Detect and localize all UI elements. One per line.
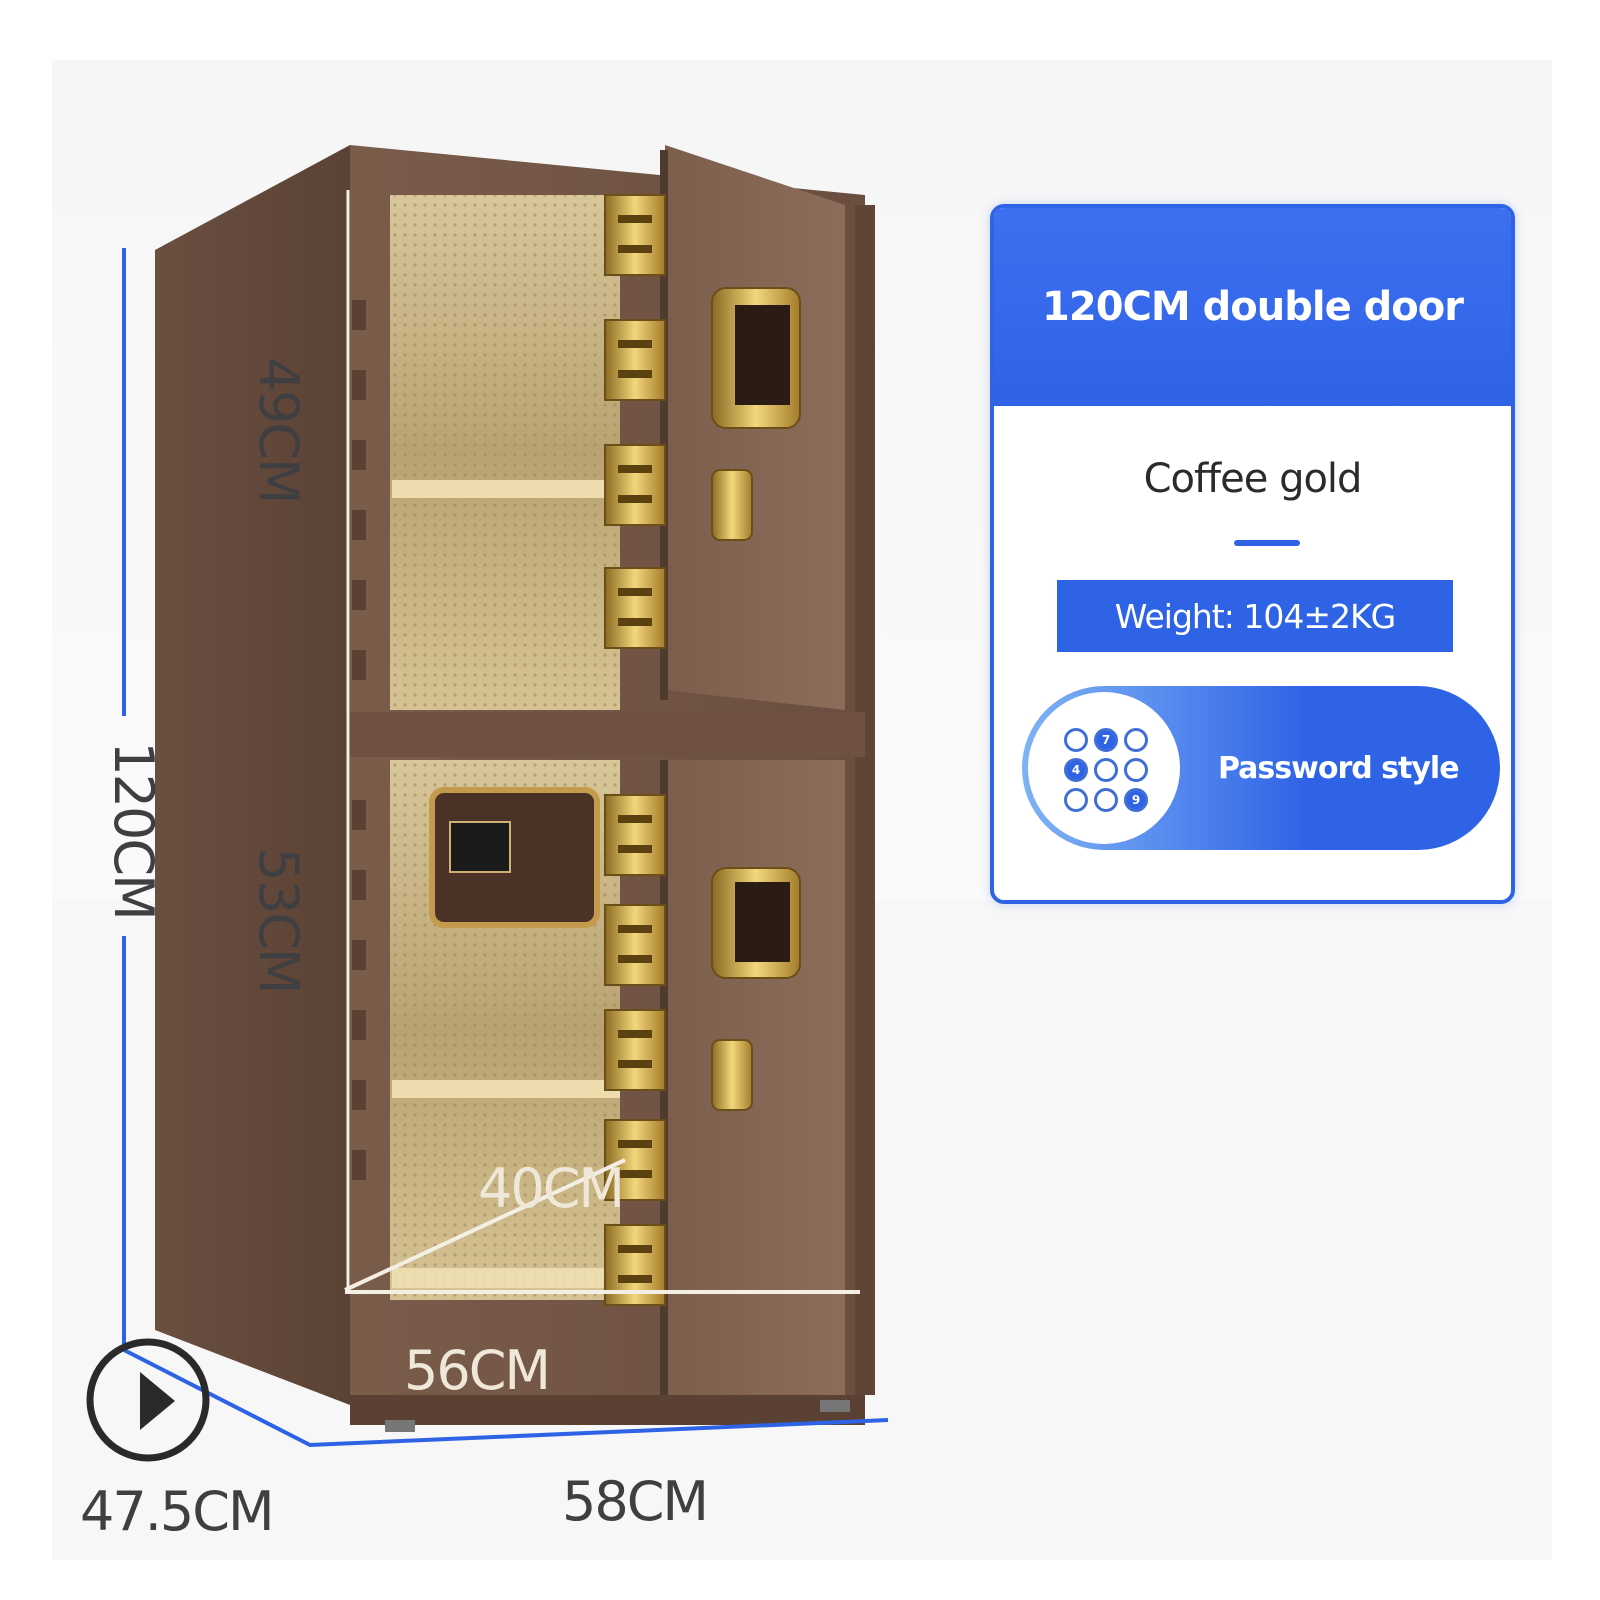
lock-type-badge: 7 4 9 Password style <box>1022 686 1500 850</box>
keypad-key <box>1094 788 1118 812</box>
keypad-key: 9 <box>1124 788 1148 812</box>
dimension-width: 58CM <box>562 1470 709 1533</box>
keypad-badge: 7 4 9 <box>1028 692 1180 844</box>
keypad-key <box>1124 758 1148 782</box>
keypad-key <box>1064 788 1088 812</box>
keypad-key: 4 <box>1064 758 1088 782</box>
product-info-card: 120CM double door Coffee gold Weight: 10… <box>990 204 1515 904</box>
keypad-key: 7 <box>1094 728 1118 752</box>
dimension-interior-width: 56CM <box>404 1339 551 1402</box>
play-circle-icon[interactable] <box>86 1338 210 1462</box>
dimension-total-height: 120CM <box>102 741 165 919</box>
lock-type-label: Password style <box>1218 750 1460 786</box>
keypad-key <box>1064 728 1088 752</box>
keypad-key <box>1124 728 1148 752</box>
weight-badge: Weight: 104±2KG <box>1057 580 1453 652</box>
numeric-keypad-icon: 7 4 9 <box>1064 728 1148 812</box>
card-title: 120CM double door <box>994 208 1511 406</box>
divider <box>1234 540 1300 546</box>
color-name: Coffee gold <box>1143 456 1363 502</box>
dimension-upper-compartment: 49CM <box>247 357 310 503</box>
dimension-lower-compartment: 53CM <box>247 847 310 993</box>
dimension-interior-depth: 40CM <box>478 1157 625 1220</box>
keypad-key <box>1094 758 1118 782</box>
dimension-depth: 47.5CM <box>80 1480 275 1543</box>
